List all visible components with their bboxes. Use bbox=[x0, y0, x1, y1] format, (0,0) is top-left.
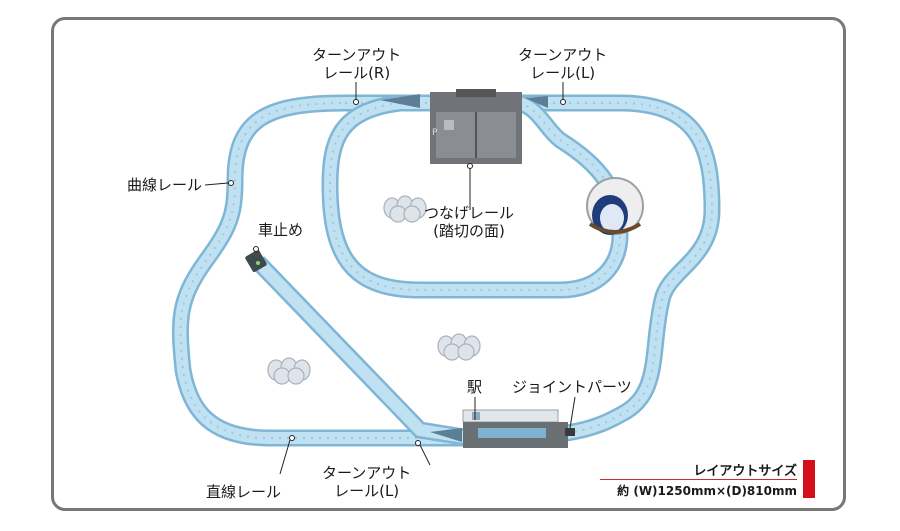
station-label: 駅 bbox=[467, 378, 483, 396]
inner-track-loop bbox=[321, 94, 629, 299]
level-crossing: P bbox=[430, 89, 522, 164]
connector-rail-label: つなげレール (踏切の面) bbox=[424, 204, 514, 240]
station bbox=[462, 409, 568, 448]
buffer-stop bbox=[245, 249, 267, 273]
layout-size-accent-bar bbox=[803, 460, 815, 498]
layout-size-box: レイアウトサイズ 約 (W)1250mm×(D)810mm bbox=[600, 458, 815, 498]
tunnel bbox=[586, 177, 644, 235]
connector-rail-label-line2: (踏切の面) bbox=[433, 222, 505, 240]
turnout-l-bottom-label-line1: ターンアウト bbox=[322, 464, 412, 482]
layout-size-title: レイアウトサイズ bbox=[693, 464, 797, 479]
layout-size-rule bbox=[600, 479, 797, 480]
turnout-l-top-label-line2: レール(L) bbox=[530, 64, 596, 82]
leader-dots bbox=[228, 99, 566, 446]
turnout-l-bottom-label-line2: レール(L) bbox=[334, 482, 400, 500]
tree-cluster-3 bbox=[267, 357, 311, 385]
turnout-l-bottom bbox=[430, 428, 462, 442]
joint-part bbox=[565, 428, 575, 436]
turnout-r-top-label-line2: レール(R) bbox=[323, 64, 391, 82]
turnout-r-top-label: ターンアウト レール(R) bbox=[312, 46, 401, 82]
curved-rail-label: 曲線レール bbox=[127, 176, 203, 194]
buffer-stop-label: 車止め bbox=[258, 221, 304, 239]
svg-text:P: P bbox=[432, 128, 438, 138]
turnout-r-top bbox=[380, 94, 420, 108]
turnout-r-top-label-line1: ターンアウト bbox=[312, 46, 402, 64]
turnout-l-bottom-label: ターンアウト レール(L) bbox=[322, 464, 411, 500]
tree-cluster-1 bbox=[383, 195, 427, 223]
joint-parts-label: ジョイントパーツ bbox=[512, 378, 632, 396]
leader-lines bbox=[204, 82, 576, 475]
connector-rail-label-line1: つなげレール bbox=[424, 204, 515, 222]
turnout-l-top-label-line1: ターンアウト bbox=[518, 46, 608, 64]
layout-size-value: 約 (W)1250mm×(D)810mm bbox=[617, 484, 797, 498]
straight-rail-label: 直線レール bbox=[206, 483, 282, 501]
turnout-l-top bbox=[525, 96, 548, 108]
turnout-l-top-label: ターンアウト レール(L) bbox=[518, 46, 607, 82]
diagram-frame bbox=[51, 17, 846, 511]
tree-cluster-2 bbox=[437, 333, 481, 361]
